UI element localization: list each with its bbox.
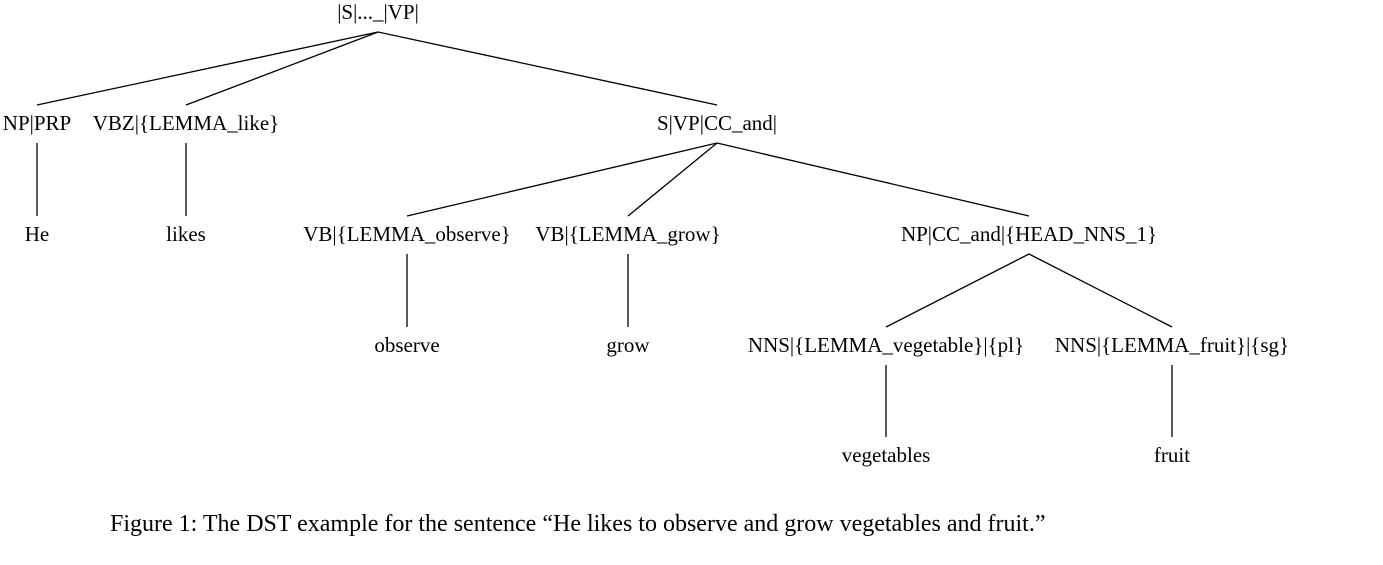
tree-node-nns-vegetable: NNS|{LEMMA_vegetable}|{pl} <box>747 333 1025 357</box>
tree-edge-s-vp-cc-and-to-vb-observe <box>406 142 718 217</box>
tree-node-np-prp: NP|PRP <box>2 111 72 135</box>
tree-node-vb-grow: VB|{LEMMA_grow} <box>535 222 721 246</box>
tree-edge-np-cc-and-head-to-nns-vegetable <box>885 253 1030 328</box>
tree-leaf-likes: likes <box>166 222 206 246</box>
tree-leaf-observe: observe <box>374 333 440 357</box>
tree-leaf-fruit: fruit <box>1153 443 1191 467</box>
tree-node-np-cc-and-head: NP|CC_and|{HEAD_NNS_1} <box>900 222 1158 246</box>
tree-node-s-vp-cc-and: S|VP|CC_and| <box>657 111 777 135</box>
tree-leaf-vegetables: vegetables <box>841 443 931 467</box>
tree-leaf-grow: grow <box>606 333 650 357</box>
tree-edges <box>36 31 1173 437</box>
tree-node-vbz-like: VBZ|{LEMMA_like} <box>92 111 280 135</box>
tree-node-root: |S|..._|VP| <box>337 0 419 24</box>
tree-node-vb-observe: VB|{LEMMA_observe} <box>303 222 511 246</box>
tree-edge-np-cc-and-head-to-nns-fruit <box>1028 253 1173 328</box>
figure-caption: Figure 1: The DST example for the senten… <box>110 511 1046 537</box>
tree-leaf-he: He <box>24 222 50 246</box>
tree-edge-root-to-np-prp <box>36 31 379 106</box>
tree-edge-root-to-s-vp-cc-and <box>377 31 718 106</box>
tree-edge-s-vp-cc-and-to-vb-grow <box>627 142 718 217</box>
tree-node-nns-fruit: NNS|{LEMMA_fruit}|{sg} <box>1054 333 1290 357</box>
tree-edge-root-to-vbz-like <box>185 31 379 106</box>
tree-edge-s-vp-cc-and-to-np-cc-and-head <box>716 142 1030 217</box>
